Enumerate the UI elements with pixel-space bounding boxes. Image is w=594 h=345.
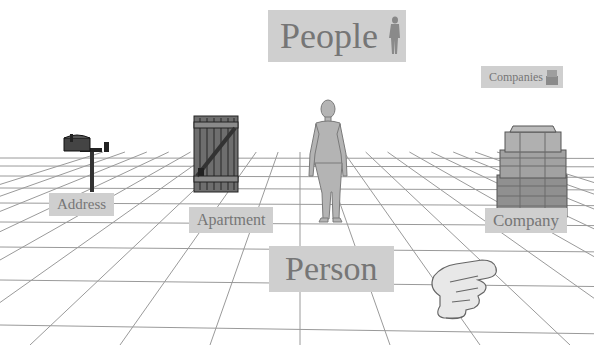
person-figure bbox=[309, 100, 347, 222]
companies-icon bbox=[545, 68, 559, 86]
label-text: Company bbox=[493, 212, 559, 229]
label-text: Companies bbox=[489, 71, 543, 83]
object-label: Person bbox=[269, 246, 394, 292]
door-figure bbox=[194, 116, 238, 192]
group-label: People bbox=[268, 10, 406, 62]
label-text: Apartment bbox=[197, 212, 265, 228]
people-icon bbox=[388, 16, 402, 56]
object-label: Address bbox=[49, 193, 114, 216]
label-text: Person bbox=[285, 252, 378, 286]
label-text: Address bbox=[57, 197, 106, 212]
object-label: Apartment bbox=[189, 207, 273, 233]
label-text: People bbox=[280, 18, 378, 54]
object-label: Company bbox=[485, 208, 567, 233]
hand-cursor bbox=[432, 260, 496, 319]
mailbox-figure bbox=[64, 134, 109, 192]
floor-grid bbox=[0, 152, 594, 345]
company-building bbox=[497, 126, 567, 217]
